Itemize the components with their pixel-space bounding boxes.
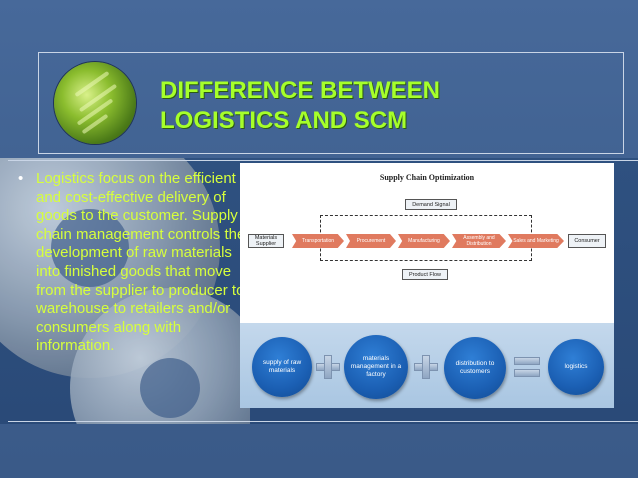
step-assembly-distribution: Assembly and Distribution: [452, 234, 506, 248]
equation-panel: supply of raw materials materials manage…: [240, 323, 614, 408]
title-line-1: DIFFERENCE BETWEEN: [160, 77, 441, 104]
step-manufacturing: Manufacturing: [398, 234, 450, 248]
bullet-item: Logistics focus on the efficient and cos…: [18, 170, 248, 356]
title-line-2: LOGISTICS AND SCM: [160, 107, 408, 134]
equals-icon: [514, 355, 540, 379]
slide-title: DIFFERENCE BETWEEN LOGISTICS AND SCM: [160, 76, 600, 136]
materials-supplier-box: Materials Supplier: [248, 234, 284, 248]
product-flow-box: Product Flow: [402, 269, 448, 280]
green-gear-photo-icon: [54, 62, 136, 144]
bubble-materials-management: materials management in a factory: [344, 335, 408, 399]
step-transportation: Transportation: [292, 234, 344, 248]
plus-icon: [414, 355, 438, 379]
consumer-box: Consumer: [568, 234, 606, 248]
supply-chain-figure: Supply Chain Optimization Demand Signal …: [240, 163, 614, 408]
bubble-raw-materials: supply of raw materials: [252, 337, 312, 397]
step-sales-marketing: Sales and Marketing: [508, 234, 564, 248]
diagram-panel: Supply Chain Optimization Demand Signal …: [240, 163, 614, 323]
bubble-distribution: distribution to customers: [444, 337, 506, 399]
content-frame: [8, 160, 638, 422]
plus-icon: [316, 355, 340, 379]
demand-signal-box: Demand Signal: [405, 199, 457, 210]
figure-title: Supply Chain Optimization: [379, 173, 475, 182]
bubble-logistics: logistics: [548, 339, 604, 395]
step-procurement: Procurement: [346, 234, 396, 248]
bullet-list: Logistics focus on the efficient and cos…: [18, 170, 248, 356]
title-frame: [38, 52, 624, 154]
